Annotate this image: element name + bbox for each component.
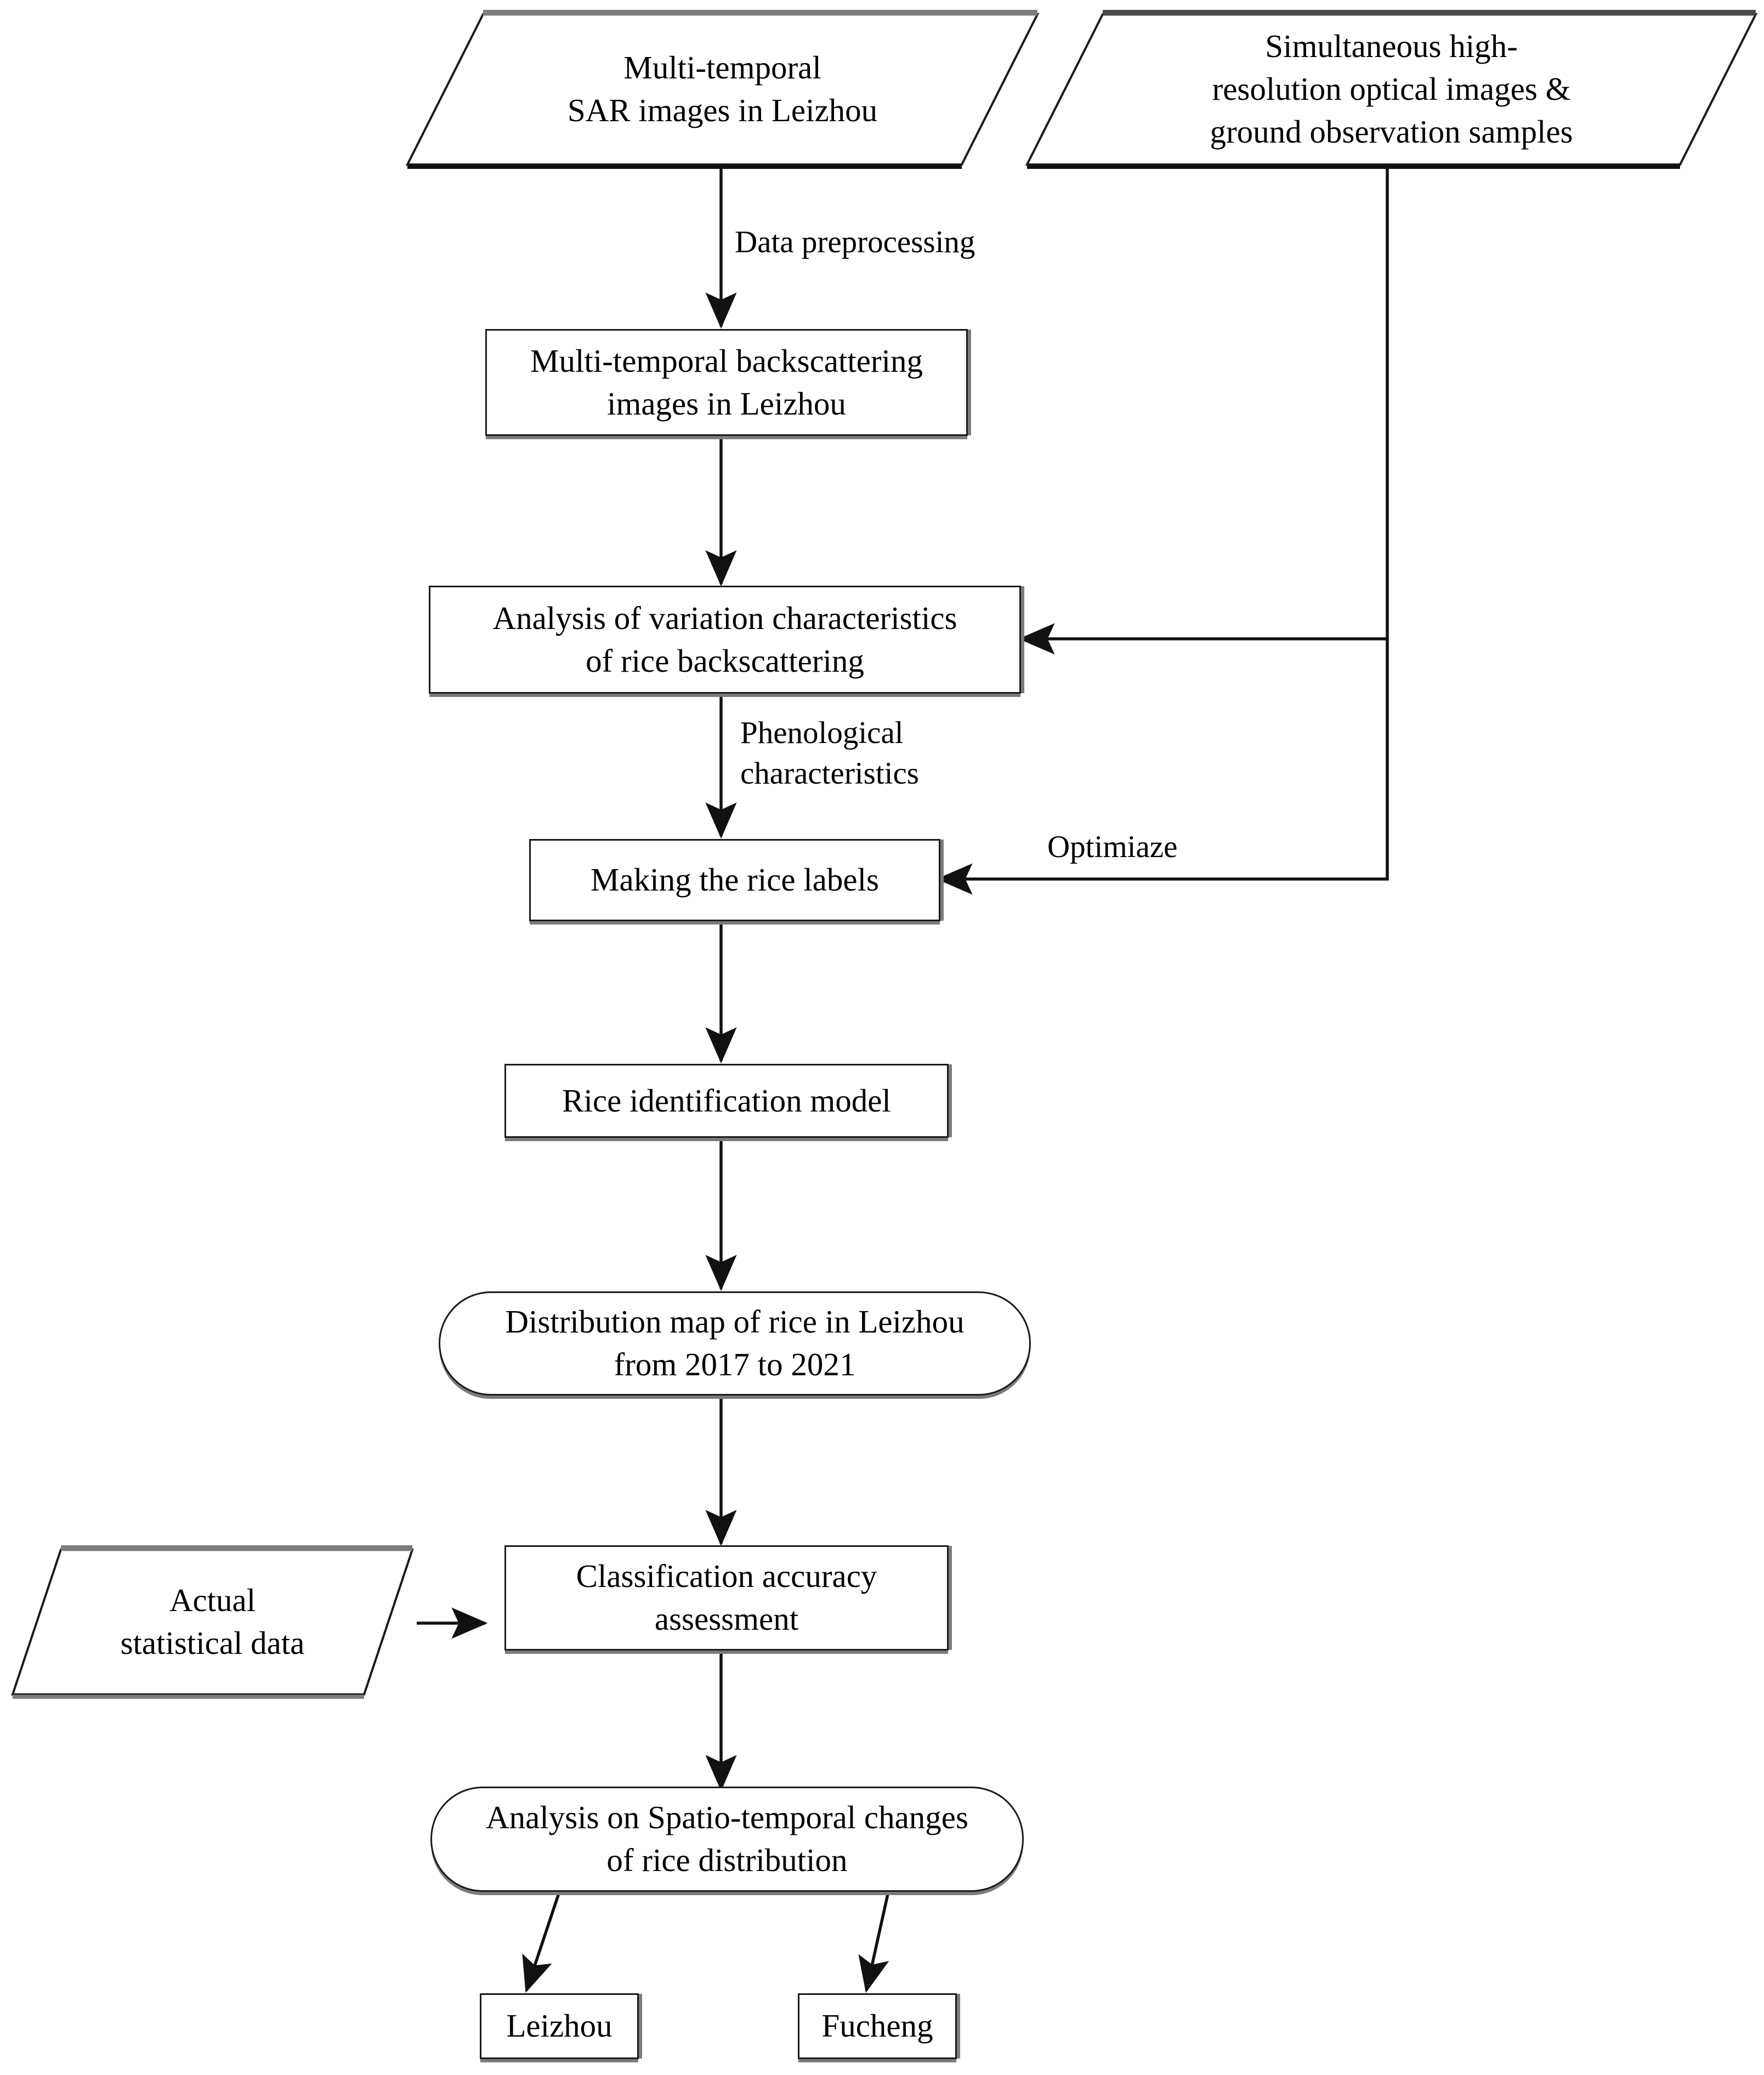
node-label: Analysis of variation characteristics of… xyxy=(492,599,957,679)
node-distribution-map[interactable]: Distribution map of rice in Leizhou from… xyxy=(439,1291,1031,1396)
edge-label-phenological-characteristics: Phenological characteristics xyxy=(740,716,919,791)
node-fucheng[interactable]: Fucheng xyxy=(798,1993,957,2059)
node-accuracy-assessment[interactable]: Classification accuracy assessment xyxy=(504,1545,949,1651)
parallelogram-shape xyxy=(405,10,1040,169)
node-label: Leizhou xyxy=(506,2008,612,2044)
node-label: Rice identification model xyxy=(562,1082,891,1119)
node-spatiotemporal-analysis[interactable]: Analysis on Spatio-temporal changes of r… xyxy=(430,1787,1024,1892)
node-optical-samples[interactable]: Simultaneous high- resolution optical im… xyxy=(1023,10,1760,169)
edge-label-optimiaze: Optimiaze xyxy=(1047,830,1178,864)
node-label: Actual statistical data xyxy=(120,1582,305,1661)
node-label: Multi-temporal SAR images in Leizhou xyxy=(567,49,878,128)
node-label: Multi-temporal backscattering images in … xyxy=(530,342,923,422)
edge-optical-to-ricelabels xyxy=(936,639,1389,895)
node-label: Classification accuracy assessment xyxy=(576,1558,877,1637)
node-leizhou[interactable]: Leizhou xyxy=(480,1993,639,2059)
node-identification-model[interactable]: Rice identification model xyxy=(504,1064,949,1138)
node-label: Analysis on Spatio-temporal changes of r… xyxy=(486,1799,968,1878)
node-backscattering-images[interactable]: Multi-temporal backscattering images in … xyxy=(485,329,968,436)
node-rice-labels[interactable]: Making the rice labels xyxy=(529,839,940,921)
node-label: Making the rice labels xyxy=(591,861,879,898)
parallelogram-shape xyxy=(1025,10,1758,169)
node-label: Fucheng xyxy=(821,2008,933,2044)
node-actual-statistics[interactable]: Actual statistical data xyxy=(8,1545,417,1699)
edge-spatiotemporal-to-leizhou xyxy=(522,1891,561,1993)
parallelogram-shape xyxy=(11,1545,414,1699)
edge-spatiotemporal-to-fucheng xyxy=(858,1891,890,1993)
edge-label-data-preprocessing: Data preprocessing xyxy=(735,225,975,259)
node-label: Simultaneous high- resolution optical im… xyxy=(1210,28,1573,150)
node-sar-images[interactable]: Multi-temporal SAR images in Leizhou xyxy=(403,10,1042,169)
node-label: Distribution map of rice in Leizhou from… xyxy=(505,1303,965,1382)
node-variation-analysis[interactable]: Analysis of variation characteristics of… xyxy=(429,586,1021,694)
